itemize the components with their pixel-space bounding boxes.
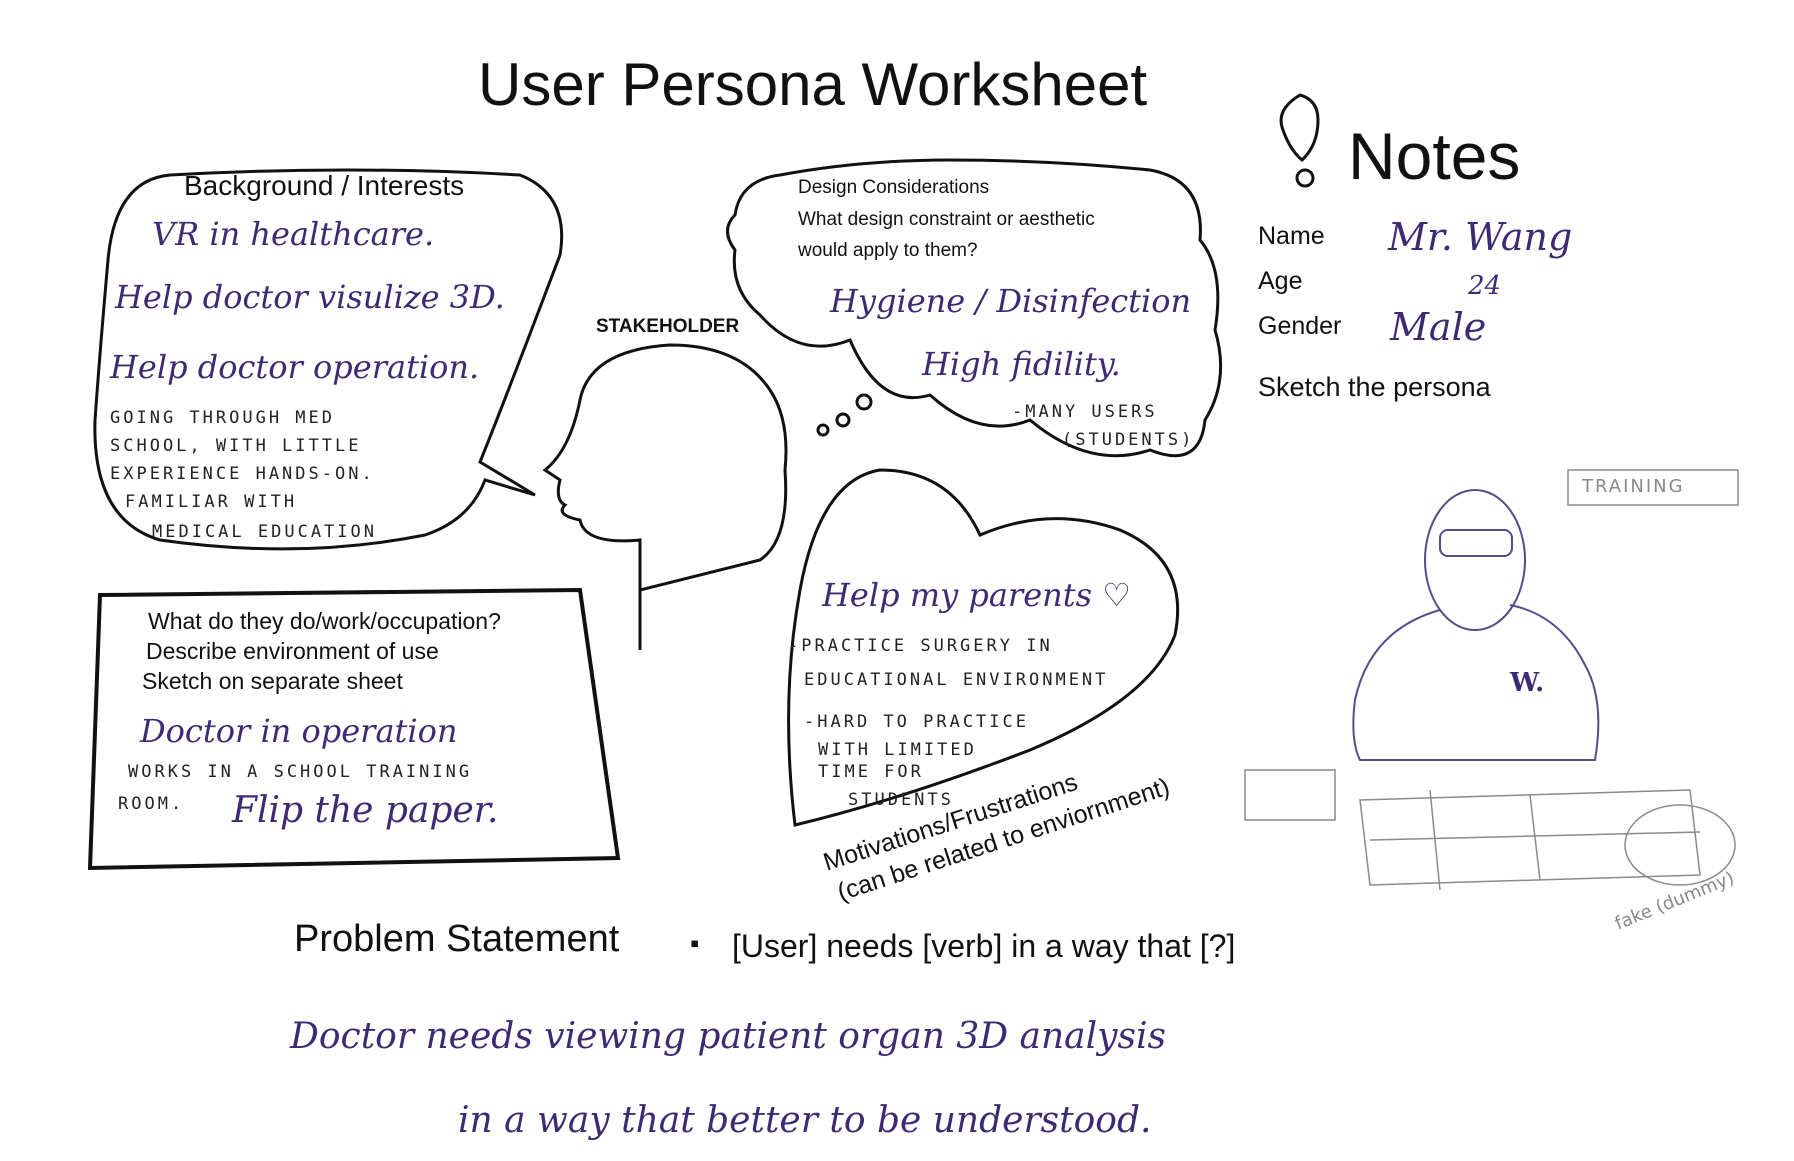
motivations-caps-2: EDUCATIONAL ENVIRONMENT [804,670,1109,690]
gender-value: Male [1390,305,1487,349]
page-title: User Persona Worksheet [478,51,1148,118]
problem-answer-1: Doctor needs viewing patient organ 3D an… [290,1016,1166,1057]
background-caps-3: EXPERIENCE HANDS-ON. [110,464,375,484]
motivations-caps-1: -PRACTICE SURGERY IN [788,636,1053,656]
name-value: Mr. Wang [1388,215,1573,259]
design-hand-2: High fidility. [922,345,1121,383]
sketch-prompt: Sketch the persona [1258,372,1491,402]
design-thought-cloud [726,158,1223,458]
design-prompt-3: would apply to them? [798,240,978,261]
problem-template: [User] needs [verb] in a way that [?] [732,928,1236,964]
occupation-box [87,587,621,871]
background-hand-2: Help doctor visulize 3D. [115,278,505,316]
design-hand-1: Hygiene / Disinfection [830,282,1192,320]
background-hand-1: VR in healthcare. [152,215,435,253]
motivations-hand: Help my parents ♡ [822,576,1131,614]
design-caps-2: (STUDENTS) [1062,430,1195,450]
background-caps-5: MEDICAL EDUCATION [152,522,377,542]
thought-dot-small [816,423,830,437]
occupation-prompt-1: What do they do/work/occupation? [148,608,501,634]
persona-sketch [1352,489,1600,761]
notes-heading: Notes [1348,119,1521,193]
training-sign: TRAINING [1582,476,1685,497]
motivations-caps-5: TIME FOR [818,762,924,782]
occupation-prompt-2: Describe environment of use [146,638,439,664]
name-label: Name [1258,222,1325,250]
gender-label: Gender [1258,312,1342,340]
problem-label: Problem Statement [294,918,620,960]
background-caps-1: GOING THROUGH MED [110,408,335,428]
background-hand-3: Help doctor operation. [110,348,480,386]
background-caps-4: FAMILIAR WITH [125,492,298,512]
occupation-prompt-3: Sketch on separate sheet [142,668,403,694]
stakeholder-label: STAKEHOLDER [596,316,740,337]
problem-bullet: ▪ [690,928,700,958]
stakeholder-head [542,343,788,650]
thought-dot-medium [835,412,851,428]
background-speech-bubble [93,168,564,551]
occupation-caps-2: ROOM. [118,794,185,814]
design-caps-1: -MANY USERS [1012,402,1158,422]
motivations-caps-6: STUDENTS [848,790,954,810]
problem-answer-2: in a way that better to be understood. [458,1100,1152,1141]
thought-dot-large [855,393,873,411]
background-caps-2: SCHOOL, WITH LITTLE [110,436,362,456]
background-heading: Background / Interests [184,170,465,201]
occupation-hand-1: Doctor in operation [140,712,458,750]
design-prompt-2: What design constraint or aesthetic [798,209,1095,230]
occupation-caps-1: WORKS IN A SCHOOL TRAINING [128,762,473,782]
lightbulb-dot [1295,168,1315,188]
lightbulb-icon [1279,93,1320,163]
shirt-logo: W. [1510,668,1545,698]
motivations-caps-3: -HARD TO PRACTICE [804,712,1029,732]
motivations-heart [787,468,1180,827]
motivations-caps-4: WITH LIMITED [818,740,977,760]
age-label: Age [1258,267,1303,295]
training-room-sketch [1244,469,1739,891]
age-value: 24 [1468,271,1502,301]
design-prompt-1: Design Considerations [798,177,990,198]
occupation-hand-2: Flip the paper. [232,790,499,831]
